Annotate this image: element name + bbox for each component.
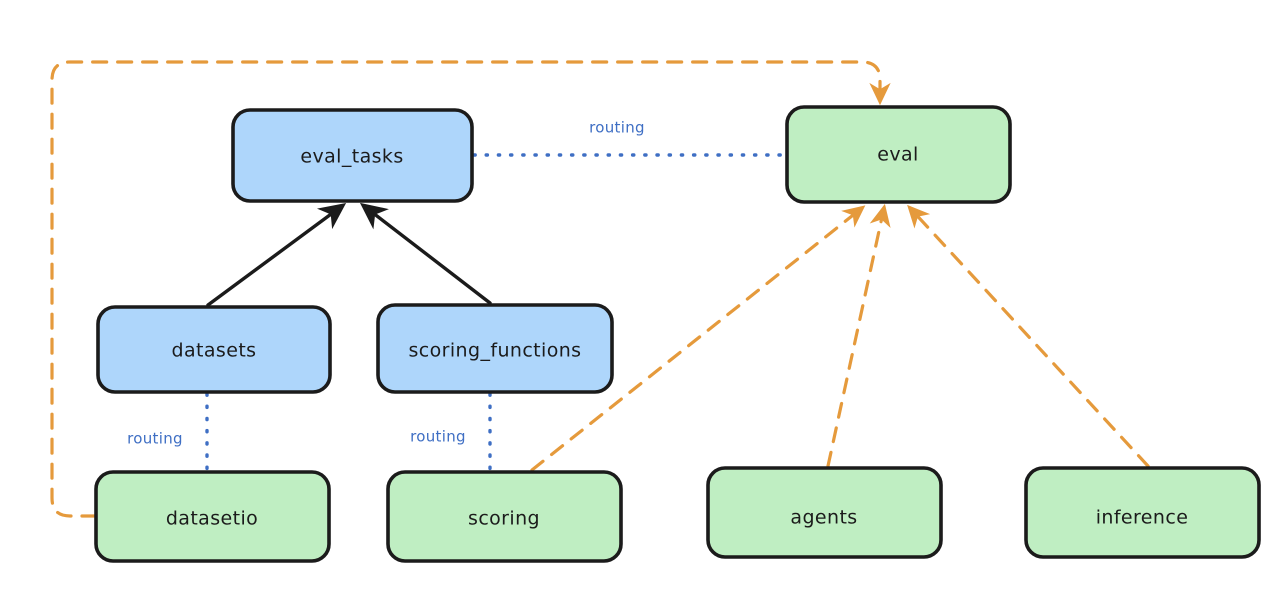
node-shape-datasetio[interactable] [94, 470, 331, 563]
dependency-edge-agents-eval [826, 203, 891, 468]
node-shape-inference[interactable] [1024, 466, 1261, 559]
node-shape-eval[interactable] [785, 105, 1012, 204]
edge-scoring_functions-to-scoring: routing [410, 392, 492, 472]
edge-datasets-to-eval_tasks [206, 202, 347, 307]
node-shape-agents[interactable] [706, 466, 943, 559]
edge-eval_tasks-to-eval: routing [472, 119, 787, 157]
node-label-eval-tasks: eval_tasks [300, 146, 403, 168]
node-shape-scoring-functions[interactable] [376, 303, 614, 394]
node-label-datasets: datasets [172, 340, 257, 362]
composition-edge-scoringfunctions-evaltasks [359, 202, 492, 305]
edge-datasetio-to-eval [50, 60, 891, 518]
dependency-edge-datasetio-eval [50, 60, 891, 518]
dependency-edge-scoring-eval [530, 205, 866, 472]
edge-scoring_functions-to-eval_tasks [359, 202, 492, 305]
node-eval[interactable]: eval [785, 105, 1012, 204]
node-label-scoring: scoring [468, 508, 540, 530]
edge-scoring-to-eval [530, 205, 866, 472]
edge-layer: routing routing routing [50, 60, 1150, 518]
node-eval-tasks[interactable]: eval_tasks [231, 108, 474, 203]
node-inference[interactable]: inference [1024, 466, 1261, 559]
node-shape-datasets[interactable] [96, 305, 332, 394]
edge-label-routing-evaltasks: routing [589, 119, 645, 137]
node-label-datasetio: datasetio [166, 508, 258, 530]
composition-edge-datasets-evaltasks [206, 202, 347, 307]
node-label-scoring-functions: scoring_functions [409, 340, 582, 362]
edge-label-routing-datasets: routing [127, 430, 183, 448]
node-shape-scoring[interactable] [386, 470, 623, 563]
node-agents[interactable]: agents [706, 466, 943, 559]
edge-datasets-to-datasetio: routing [127, 392, 209, 472]
edge-inference-to-eval [907, 204, 1150, 468]
node-layer: eval_tasks eval datasets scoring_functio… [94, 105, 1261, 563]
node-scoring[interactable]: scoring [386, 470, 623, 563]
edge-agents-to-eval [826, 203, 891, 468]
edge-label-routing-scoringfunctions: routing [410, 428, 466, 446]
node-label-agents: agents [790, 507, 857, 529]
node-scoring-functions[interactable]: scoring_functions [376, 303, 614, 394]
node-shape-eval-tasks[interactable] [231, 108, 474, 203]
node-datasets[interactable]: datasets [96, 305, 332, 394]
node-datasetio[interactable]: datasetio [94, 470, 331, 563]
dependency-edge-inference-eval [907, 204, 1150, 468]
node-label-eval: eval [877, 144, 918, 166]
node-label-inference: inference [1096, 507, 1189, 529]
